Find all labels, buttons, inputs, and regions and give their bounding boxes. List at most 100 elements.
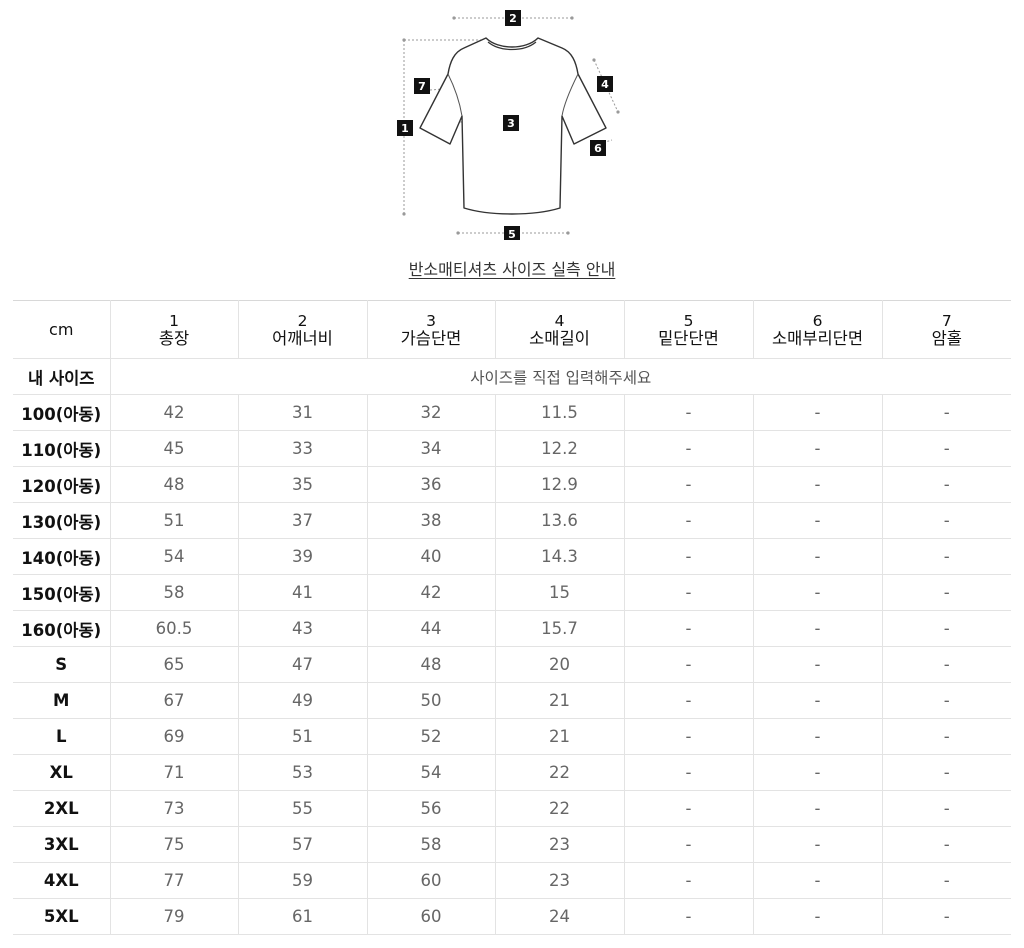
svg-text:4: 4 (601, 78, 609, 91)
measurement-cell: 41 (238, 574, 368, 611)
measurement-cell: 33 (238, 430, 368, 467)
measurement-cell: 42 (110, 394, 239, 431)
measurement-cell: 12.2 (495, 430, 625, 467)
measurement-cell: - (624, 394, 754, 431)
measurement-cell: 23 (495, 862, 625, 899)
column-label: 밑단단면 (658, 328, 719, 348)
size-label: 3XL (13, 826, 111, 863)
measurement-cell: 21 (495, 718, 625, 755)
measurement-cell: 22 (495, 790, 625, 827)
measurement-cell: - (882, 790, 1011, 827)
measurement-cell: 36 (367, 466, 496, 503)
measurement-cell: - (882, 754, 1011, 791)
measurement-cell: - (624, 610, 754, 647)
measurement-cell: 39 (238, 538, 368, 575)
size-label: M (13, 682, 111, 719)
measurement-cell: 65 (110, 646, 239, 683)
measurement-cell: 58 (367, 826, 496, 863)
measurement-cell: - (882, 862, 1011, 899)
measurement-cell: 51 (110, 502, 239, 539)
column-label: 암홀 (931, 328, 962, 348)
column-label: 가슴단면 (400, 328, 462, 348)
my-size-input[interactable]: 사이즈를 직접 입력해주세요 (110, 358, 1011, 395)
measurement-cell: 77 (110, 862, 239, 899)
measurement-cell: - (753, 610, 883, 647)
measurement-cell: - (753, 898, 883, 935)
measurement-cell: - (624, 466, 754, 503)
measurement-cell: - (882, 574, 1011, 611)
measurement-cell: - (753, 574, 883, 611)
size-label: 4XL (13, 862, 111, 899)
column-number: 6 (812, 311, 823, 330)
size-label: S (13, 646, 111, 683)
measurement-cell: - (753, 790, 883, 827)
measurement-cell: - (753, 502, 883, 539)
size-label: 150(아동) (13, 574, 111, 611)
measurement-cell: 55 (238, 790, 368, 827)
svg-text:3: 3 (507, 117, 515, 130)
measurement-cell: 15 (495, 574, 625, 611)
measurement-cell: 50 (367, 682, 496, 719)
measurement-cell: 44 (367, 610, 496, 647)
measurement-cell: - (624, 718, 754, 755)
measurement-cell: - (882, 646, 1011, 683)
measurement-cell: 15.7 (495, 610, 625, 647)
measurement-cell: 73 (110, 790, 239, 827)
measurement-cell: - (882, 718, 1011, 755)
measurement-cell: 12.9 (495, 466, 625, 503)
measurement-cell: 42 (367, 574, 496, 611)
measurement-cell: 54 (367, 754, 496, 791)
unit-header: cm (13, 300, 111, 359)
marker-5: 5 (504, 226, 520, 240)
marker-1: 1 (397, 120, 413, 136)
marker-7: 7 (414, 78, 430, 94)
measurement-cell: 37 (238, 502, 368, 539)
measurement-cell: 48 (110, 466, 239, 503)
size-guide-link[interactable]: 반소매티셔츠 사이즈 실측 안내 (408, 260, 616, 279)
svg-text:5: 5 (508, 228, 516, 240)
measurement-cell: 60 (367, 898, 496, 935)
measurement-cell: - (624, 898, 754, 935)
size-label: 2XL (13, 790, 111, 827)
measurement-cell: - (624, 790, 754, 827)
measurement-cell: - (624, 430, 754, 467)
measurement-cell: 21 (495, 682, 625, 719)
measurement-cell: 79 (110, 898, 239, 935)
measurement-cell: 56 (367, 790, 496, 827)
measurement-cell: 32 (367, 394, 496, 431)
column-label: 총장 (158, 328, 190, 348)
size-label: 160(아동) (13, 610, 111, 647)
measurement-cell: 75 (110, 826, 239, 863)
measurement-cell: - (624, 754, 754, 791)
measurement-cell: - (882, 394, 1011, 431)
measurement-cell: - (753, 682, 883, 719)
size-label: 140(아동) (13, 538, 111, 575)
svg-text:7: 7 (418, 80, 426, 93)
size-guide-caption: 반소매티셔츠 사이즈 실측 안내 (0, 256, 1024, 280)
measurement-cell: 20 (495, 646, 625, 683)
measurement-cell: 47 (238, 646, 368, 683)
column-number: 7 (941, 311, 952, 330)
size-label: 120(아동) (13, 466, 111, 503)
measurement-cell: - (753, 394, 883, 431)
measurement-cell: - (624, 538, 754, 575)
measurement-cell: 14.3 (495, 538, 625, 575)
measurement-cell: - (753, 430, 883, 467)
measurement-cell: - (882, 430, 1011, 467)
measurement-cell: 54 (110, 538, 239, 575)
measurement-cell: - (882, 682, 1011, 719)
